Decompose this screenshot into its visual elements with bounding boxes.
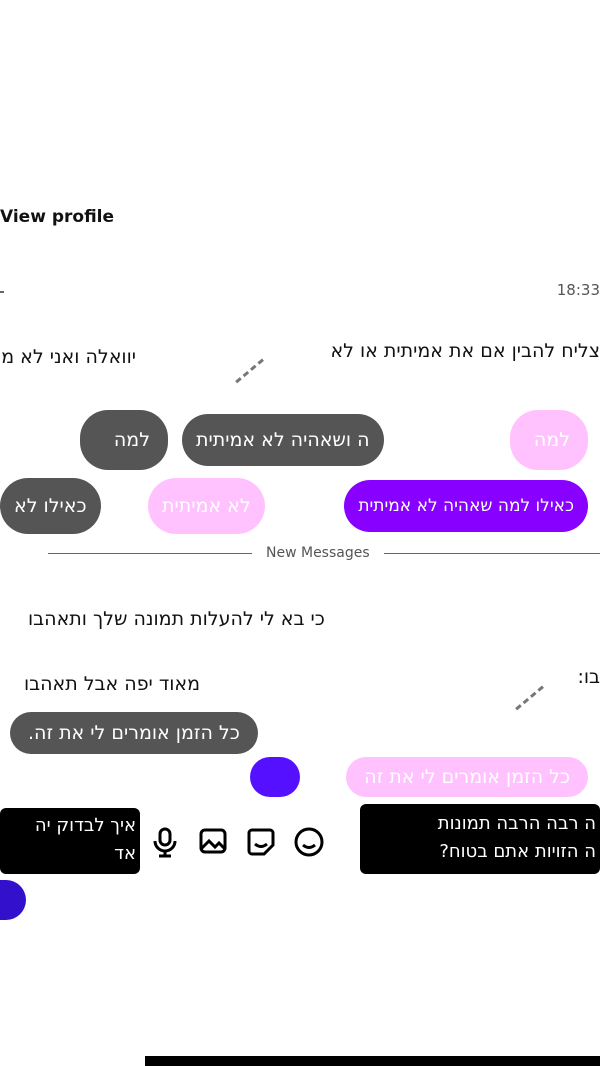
message-bubble-pink-5: כל הזמן אומרים לי את זה [346, 757, 588, 797]
emoji-icon[interactable] [0, 880, 26, 920]
message-bubble-left-lama: למה [80, 410, 168, 470]
timestamp: 18:33 [556, 281, 600, 299]
message-black-left-line1: איך לבדוק יה [34, 815, 136, 836]
view-profile-link[interactable]: View profile [0, 207, 115, 227]
message-black-right-line1: ה רבה הרבה תמונות [437, 813, 596, 834]
message-left-1: יוואלה ואני לא מ [1, 346, 136, 368]
read-receipt-icon [221, 341, 264, 384]
message-bubble-left-2: כאילו לא [0, 478, 101, 534]
bottom-bar [145, 1056, 600, 1066]
sticker-icon[interactable] [244, 825, 278, 859]
new-messages-label: New Messages [252, 545, 384, 561]
divider-left [0, 291, 4, 293]
message-bubble-gray-5: כל הזמן אומרים לי את זה. [10, 712, 258, 754]
message-right-1: צליח להבין אם את אמיתית או לא [330, 340, 600, 362]
read-receipt-icon [501, 668, 544, 711]
microphone-icon[interactable] [148, 825, 182, 859]
message-black-left: איך לבדוק יה אד [0, 808, 140, 874]
message-left-4: מאוד יפה אבל תאהבו [23, 673, 200, 695]
message-bubble-right-pink-2: לא אמיתית [148, 478, 265, 534]
gif-icon[interactable] [292, 825, 326, 859]
message-black-left-line2: אד [114, 843, 136, 864]
message-bubble-right-lama: למה [510, 410, 588, 470]
message-bubble-blue-5 [250, 757, 300, 797]
message-right-4: בו: [577, 666, 600, 688]
message-bubble-right-purple-2: כאילו למה שאהיה לא אמיתית [344, 480, 588, 532]
message-black-right-line2: ה הזויות אתם בטוח? [439, 841, 596, 862]
image-icon[interactable] [196, 825, 230, 859]
message-center-3: כי בא לי להעלות תמונה שלך ותאהבו [28, 608, 325, 630]
message-black-right: ה רבה הרבה תמונות ה הזויות אתם בטוח? [360, 804, 600, 874]
message-bubble-right-gray-2: ה ושאהיה לא אמיתית [182, 414, 384, 466]
